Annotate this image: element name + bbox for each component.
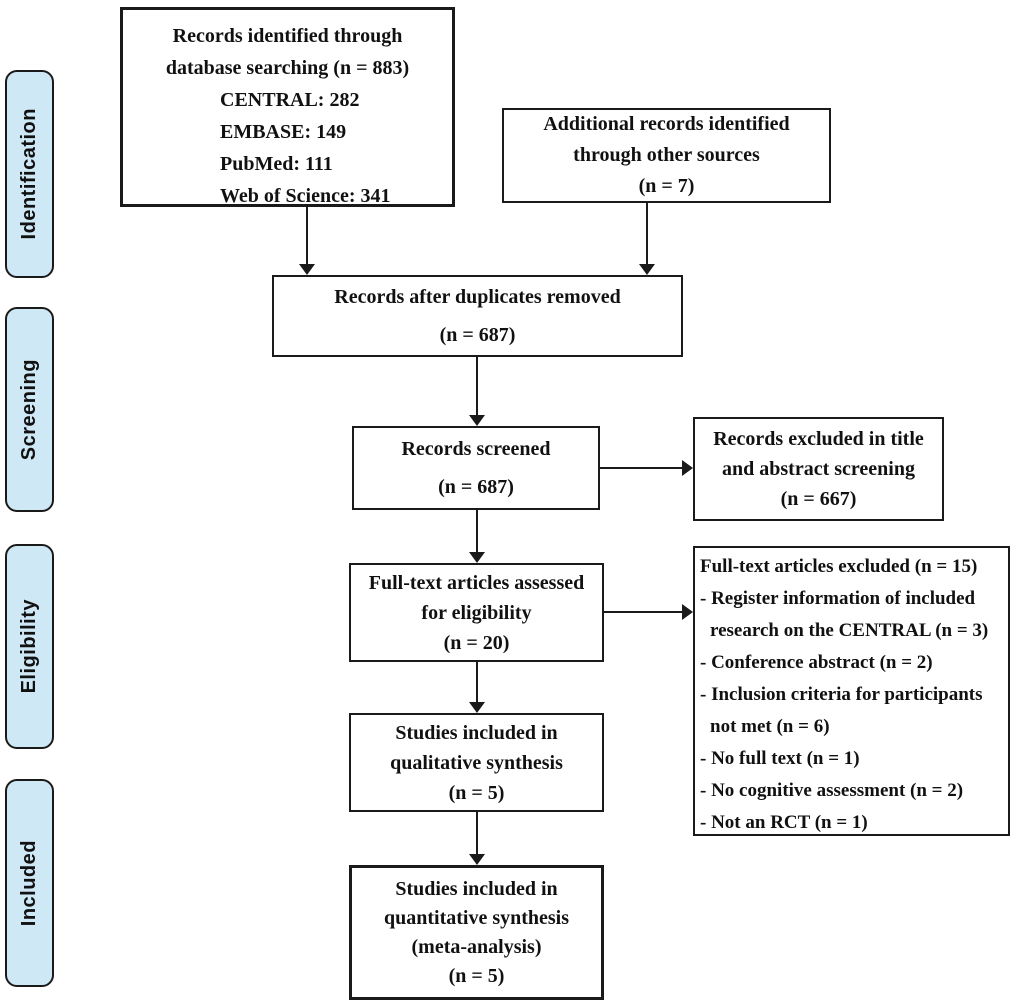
- arrow-identified-to-duplicates: [306, 207, 308, 265]
- box-line: Studies included in: [395, 721, 558, 744]
- exclusion-reason: - No cognitive assessment (n = 2): [700, 780, 964, 801]
- box-duplicates-removed: Records after duplicates removed (n = 68…: [272, 275, 683, 357]
- exclusion-reason: - Conference abstract (n = 2): [700, 652, 933, 673]
- arrowhead-down-icon: [469, 415, 485, 426]
- arrowhead-right-icon: [682, 604, 693, 620]
- box-line: and abstract screening: [722, 458, 915, 480]
- arrow-duplicates-to-screened: [476, 357, 478, 416]
- rail-included: Included: [5, 779, 54, 987]
- arrow-fulltext-to-qualitative: [476, 662, 478, 703]
- exclusion-reason: - Register information of included resea…: [700, 588, 989, 641]
- box-line: through other sources: [573, 144, 760, 166]
- box-quantitative-synthesis: Studies included in quantitative synthes…: [349, 865, 604, 1000]
- arrow-additional-to-duplicates: [646, 203, 648, 265]
- exclusion-header: Full-text articles excluded (n = 15): [700, 556, 978, 577]
- rail-identification-label: Identification: [18, 108, 40, 240]
- box-line: (n = 5): [448, 964, 505, 987]
- source-line: Web of Science: 341: [220, 185, 391, 207]
- rail-included-label: Included: [18, 839, 40, 927]
- box-line: Additional records identified: [543, 113, 790, 135]
- rail-eligibility: Eligibility: [5, 544, 54, 749]
- box-line: (n = 667): [780, 488, 857, 510]
- box-records-excluded-screening: Records excluded in title and abstract s…: [693, 417, 944, 521]
- exclusion-reason: - Not an RCT (n = 1): [700, 812, 868, 833]
- source-line: PubMed: 111: [220, 153, 333, 175]
- source-line: CENTRAL: 282: [220, 89, 360, 111]
- arrowhead-down-icon: [469, 702, 485, 713]
- exclusion-reason: - No full text (n = 1): [700, 748, 860, 769]
- box-qualitative-synthesis: Studies included in qualitative synthesi…: [349, 713, 604, 812]
- box-line: Full-text articles assessed: [368, 571, 585, 594]
- box-line: Records after duplicates removed: [334, 286, 621, 308]
- arrowhead-down-icon: [469, 552, 485, 563]
- box-line: (n = 687): [438, 476, 514, 498]
- rail-screening-label: Screening: [18, 358, 40, 461]
- arrowhead-down-icon: [469, 854, 485, 865]
- box-line: database searching (n = 883): [165, 57, 410, 79]
- box-line: qualitative synthesis: [390, 751, 563, 774]
- box-line: quantitative synthesis: [383, 906, 570, 929]
- arrow-screened-to-excluded: [600, 467, 684, 469]
- database-source-list: CENTRAL: 282 EMBASE: 149 PubMed: 111 Web…: [220, 84, 391, 212]
- arrowhead-down-icon: [299, 264, 315, 275]
- box-line: Records identified through: [172, 25, 403, 47]
- box-records-screened: Records screened (n = 687): [352, 426, 600, 510]
- box-line: (n = 687): [439, 324, 516, 346]
- box-line: (n = 20): [443, 631, 510, 654]
- box-line: Studies included in: [395, 877, 558, 900]
- box-line: (meta-analysis): [411, 935, 542, 958]
- rail-eligibility-label: Eligibility: [18, 599, 40, 694]
- arrow-fulltext-to-excluded: [604, 611, 684, 613]
- box-records-identified: Records identified through database sear…: [120, 7, 455, 207]
- source-line: EMBASE: 149: [220, 121, 347, 143]
- arrowhead-right-icon: [682, 460, 693, 476]
- box-additional-records: Additional records identified through ot…: [502, 108, 831, 203]
- rail-identification: Identification: [5, 70, 54, 278]
- box-line: for eligibility: [421, 601, 532, 624]
- box-line: (n = 5): [448, 781, 505, 804]
- rail-screening: Screening: [5, 307, 54, 512]
- arrow-screened-to-fulltext: [476, 510, 478, 553]
- arrowhead-down-icon: [639, 264, 655, 275]
- box-line: Records excluded in title: [713, 428, 924, 450]
- box-line: (n = 7): [638, 175, 695, 197]
- box-fulltext-excluded: Full-text articles excluded (n = 15) - R…: [693, 546, 1010, 836]
- arrow-qualitative-to-quantitative: [476, 812, 478, 855]
- exclusion-reason: - Inclusion criteria for participants no…: [700, 684, 983, 737]
- box-fulltext-assessed: Full-text articles assessed for eligibil…: [349, 563, 604, 662]
- box-line: Records screened: [401, 438, 551, 460]
